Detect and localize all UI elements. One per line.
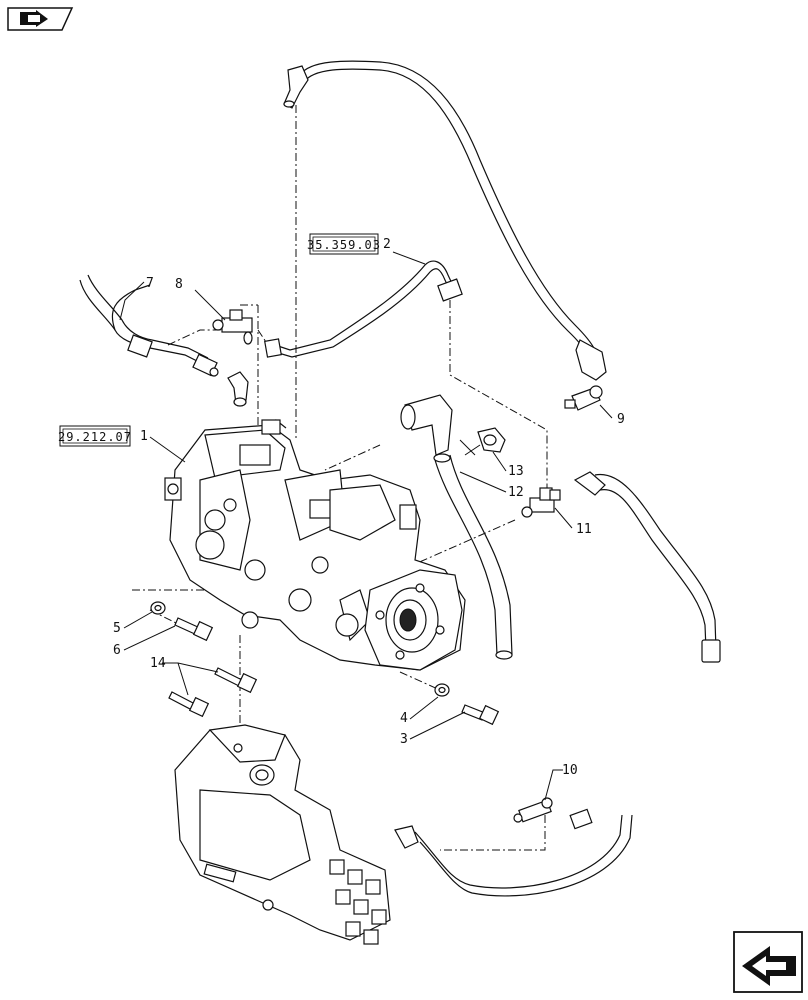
suction-elbow: [400, 394, 453, 456]
part-13-clamp[interactable]: [459, 427, 506, 456]
callout-4: 4: [400, 711, 408, 726]
reference-box-29[interactable]: 29.212.07: [58, 425, 132, 447]
part-9-elbow-fitting[interactable]: [564, 385, 603, 411]
callout-12: 12: [508, 485, 524, 500]
callout-11: 11: [576, 522, 592, 537]
part-3-bolt[interactable]: [461, 704, 500, 726]
part-11-tee-fitting[interactable]: [521, 487, 561, 518]
part-10-adapter-fitting[interactable]: [513, 797, 553, 823]
callout-leaders: [119, 251, 613, 801]
reference-box-35[interactable]: 35.359.03: [307, 233, 381, 255]
elbow-fitting: [227, 371, 249, 407]
part-4-washer[interactable]: [434, 683, 450, 697]
lower-pilot-hose: [394, 808, 633, 897]
callout-9: 9: [617, 412, 625, 427]
part-7-tube-assembly[interactable]: [79, 274, 219, 377]
upper-return-hose: [283, 60, 607, 381]
right-drain-hose: [573, 471, 721, 663]
forward-page-icon[interactable]: [733, 931, 803, 993]
reference-text: 29.212.07: [58, 430, 132, 444]
callout-5: 5: [113, 621, 121, 636]
callout-8: 8: [175, 277, 183, 292]
callout-14: 14: [150, 656, 166, 671]
callout-6: 6: [113, 643, 121, 658]
part-6-bolt[interactable]: [174, 617, 214, 642]
callout-2: 2: [383, 237, 391, 252]
callout-13: 13: [508, 464, 524, 479]
reference-text: 35.359.03: [307, 238, 381, 252]
back-arrow-icon[interactable]: [7, 7, 74, 31]
part-2-rigid-tube[interactable]: [264, 260, 463, 358]
part-12-suction-hose[interactable]: [433, 453, 513, 660]
valve-spool-caps: [329, 859, 387, 945]
part-8-tee-fitting[interactable]: [212, 309, 253, 345]
part-1-hydraulic-pump[interactable]: [164, 419, 466, 671]
callout-1: 1: [140, 429, 148, 444]
callout-10: 10: [562, 763, 578, 778]
part-5-washer[interactable]: [150, 601, 166, 615]
callout-labels: 1 2 3 4 5 6 7 8 9 10 11 12 13 14: [113, 237, 625, 778]
callout-3: 3: [400, 732, 408, 747]
callout-7: 7: [146, 276, 154, 291]
part-14-bolt-upper[interactable]: [214, 667, 258, 694]
control-valve-block: [174, 724, 391, 945]
part-14-bolt-lower[interactable]: [168, 691, 210, 718]
